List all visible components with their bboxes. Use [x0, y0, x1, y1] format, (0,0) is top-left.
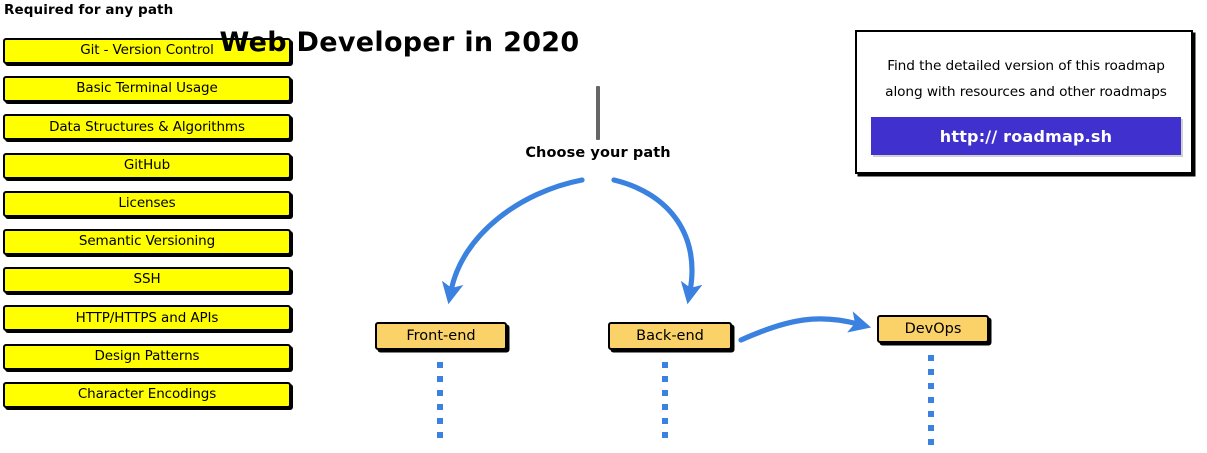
skill-box-ssh[interactable]: SSH: [3, 267, 291, 294]
roadmap-url-label: http:// roadmap.sh: [939, 126, 1113, 146]
curved-arrow-down-left-icon: [441, 177, 585, 305]
skill-box-licenses[interactable]: Licenses: [3, 190, 291, 217]
skill-box-git[interactable]: Git - Version Control: [3, 38, 291, 64]
required-skill-list: Git - Version Control Basic Terminal Usa…: [3, 38, 291, 420]
dot: [928, 369, 934, 375]
dot: [662, 376, 668, 382]
skill-label: Licenses: [118, 195, 176, 211]
dotted-line-icon-devops: [928, 355, 934, 453]
skill-box-character-encodings[interactable]: Character Encodings: [3, 381, 291, 408]
dot: [437, 418, 443, 424]
dotted-line-icon-front-end: [437, 362, 443, 446]
skill-box-github[interactable]: GitHub: [3, 152, 291, 179]
skill-box-semantic-versioning[interactable]: Semantic Versioning: [3, 228, 291, 255]
skill-box-design-patterns[interactable]: Design Patterns: [3, 343, 291, 370]
path-label: Front-end: [406, 327, 476, 344]
path-box-devops[interactable]: DevOps: [877, 315, 989, 343]
info-box-line-1: Find the detailed version of this roadma…: [887, 58, 1165, 74]
skill-label: HTTP/HTTPS and APIs: [75, 309, 219, 326]
page-title: Web Developer in 2020: [219, 27, 580, 58]
dot: [928, 439, 934, 445]
dot: [662, 432, 668, 438]
skill-label: Basic Terminal Usage: [76, 80, 218, 97]
dot: [437, 376, 443, 382]
path-box-front-end[interactable]: Front-end: [375, 322, 507, 350]
path-label: Back-end: [636, 327, 704, 344]
skill-label: GitHub: [123, 156, 171, 173]
dotted-line-icon-back-end: [662, 362, 668, 446]
dot: [928, 397, 934, 403]
dot: [928, 425, 934, 431]
skill-label: Git - Version Control: [80, 42, 214, 59]
curved-arrow-right-icon: [738, 311, 872, 343]
skill-label: Character Encodings: [77, 385, 217, 402]
path-label: DevOps: [904, 320, 962, 337]
path-box-back-end[interactable]: Back-end: [608, 322, 732, 350]
dot: [437, 404, 443, 410]
dot: [437, 432, 443, 438]
title-stem-divider: [596, 86, 600, 140]
dot: [437, 390, 443, 396]
dot: [437, 362, 443, 368]
skill-label: SSH: [133, 271, 161, 288]
curved-arrow-down-right-icon: [611, 177, 703, 305]
skill-label: Design Patterns: [94, 347, 200, 364]
info-box: Find the detailed version of this roadma…: [855, 30, 1193, 174]
dot: [928, 355, 934, 361]
choose-your-path-label: Choose your path: [525, 145, 671, 161]
dot: [928, 383, 934, 389]
skill-label: Semantic Versioning: [78, 233, 216, 250]
dot: [662, 362, 668, 368]
skill-label: Data Structures & Algorithms: [49, 118, 245, 135]
dot: [928, 411, 934, 417]
info-box-line-2: along with resources and other roadmaps: [885, 84, 1167, 100]
skill-box-http-apis[interactable]: HTTP/HTTPS and APIs: [3, 305, 291, 332]
skill-box-terminal[interactable]: Basic Terminal Usage: [3, 76, 291, 103]
dot: [662, 390, 668, 396]
dot: [662, 418, 668, 424]
roadmap-url-button[interactable]: http:// roadmap.sh: [871, 117, 1181, 155]
skill-box-data-structures[interactable]: Data Structures & Algorithms: [3, 114, 291, 141]
required-section-header: Required for any path: [4, 2, 174, 18]
dot: [662, 404, 668, 410]
